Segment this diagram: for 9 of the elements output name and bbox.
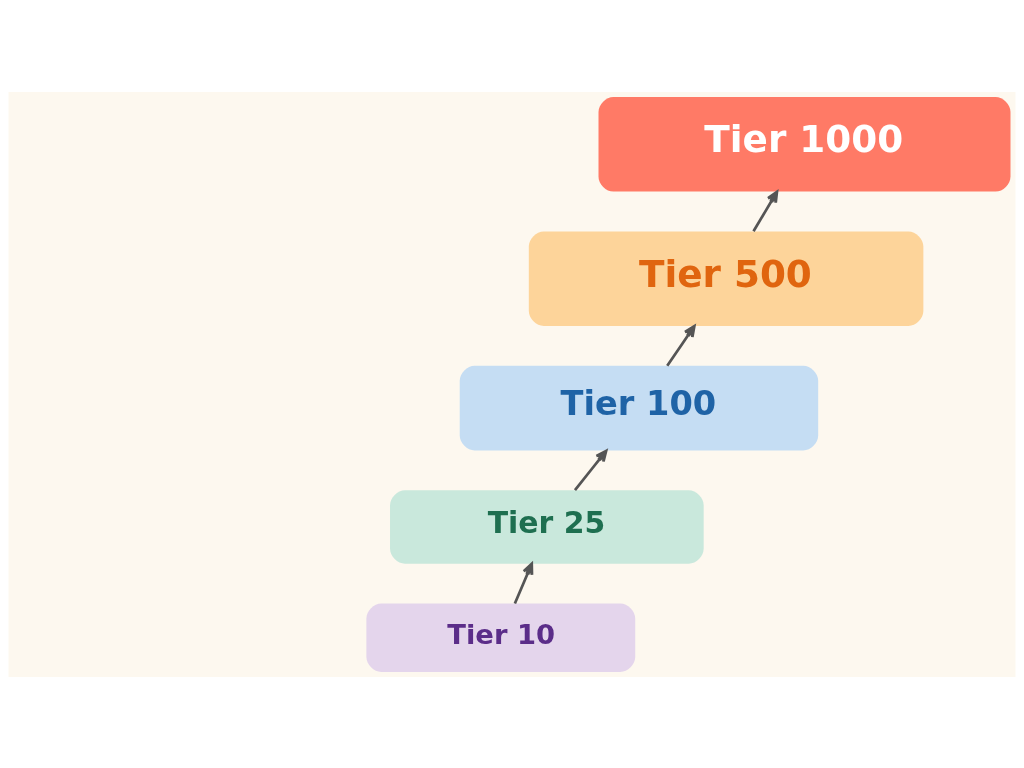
node-box: Tier 1000 (598, 96, 1011, 192)
node-box: Tier 100 (459, 365, 819, 450)
arrow (666, 324, 696, 366)
node-box: Tier 500 (528, 230, 924, 326)
node-box: Tier 25 (390, 489, 704, 564)
node-box: Tier 10 (366, 603, 636, 672)
arrow (513, 561, 534, 604)
arrow (573, 449, 608, 491)
arrow (752, 190, 779, 232)
